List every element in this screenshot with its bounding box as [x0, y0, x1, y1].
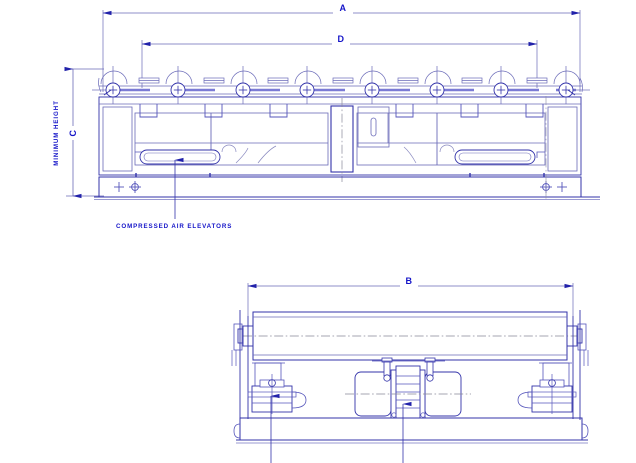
- roller-plate-boxes: [138, 77, 548, 84]
- compressed-air-elevators-label: COMPRESSED AIR ELEVATORS: [116, 223, 232, 230]
- dimension-a-label: A: [340, 3, 347, 13]
- datum-marks-left: [114, 181, 141, 193]
- vibrator-motor-assembly: [345, 357, 471, 419]
- machine-base-plinth: [94, 173, 600, 200]
- dimension-b-label: B: [406, 276, 413, 286]
- minimum-height-label: MINIMUM HEIGHT: [53, 100, 60, 166]
- end-frame-plates: [231, 310, 589, 420]
- dimension-b-extension-lines: [247, 283, 574, 316]
- roller-hanger-arcs: [98, 70, 583, 93]
- dimension-d: D: [141, 33, 538, 47]
- end-view-base-frame: [233, 417, 589, 444]
- end-elevation-view: B: [231, 275, 589, 463]
- bearing-housing-right: [517, 374, 577, 414]
- dimension-a: A: [102, 2, 581, 16]
- roller-assembly-group: [103, 66, 576, 104]
- end-view-leaders: [270, 393, 412, 463]
- dimension-b: B: [247, 275, 574, 289]
- machine-body-outline: [98, 96, 582, 182]
- bearing-housing-left: [247, 374, 307, 414]
- front-elevation-view: A D C MINIMUM HEIGHT: [53, 2, 600, 230]
- compressed-air-elevators-leader: COMPRESSED AIR ELEVATORS: [116, 157, 232, 230]
- dimension-d-label: D: [338, 34, 345, 44]
- motor-mount-bolts: [372, 357, 445, 382]
- dimension-c-label: C: [68, 130, 78, 137]
- dimension-c: C MINIMUM HEIGHT: [53, 66, 104, 199]
